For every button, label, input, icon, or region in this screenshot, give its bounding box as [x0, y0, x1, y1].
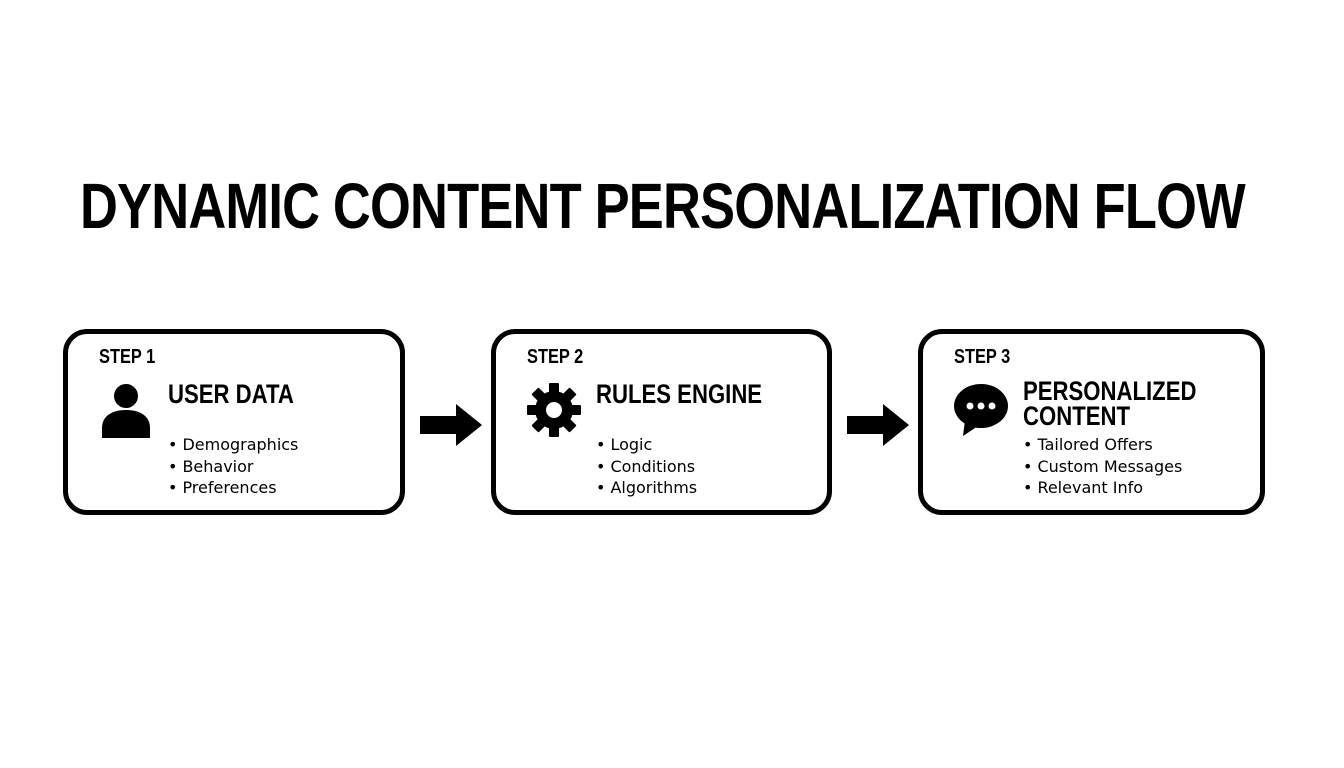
list-item: Behavior — [168, 456, 298, 478]
step-2-list: Logic Conditions Algorithms — [596, 434, 697, 499]
step-3-list: Tailored Offers Custom Messages Relevant… — [1023, 434, 1182, 499]
list-item: Preferences — [168, 477, 298, 499]
arrow-right-icon — [420, 404, 482, 446]
gear-icon — [527, 383, 581, 437]
step-3-heading: PERSONALIZED CONTENT — [1023, 376, 1197, 431]
list-item: Relevant Info — [1023, 477, 1182, 499]
diagram-title: DYNAMIC CONTENT PERSONALIZATION FLOW — [80, 170, 1246, 242]
list-item: Demographics — [168, 434, 298, 456]
list-item: Tailored Offers — [1023, 434, 1182, 456]
step-2-label: STEP 2 — [527, 346, 584, 368]
list-item: Conditions — [596, 456, 697, 478]
step-1-box: STEP 1 USER DATA Demographics Behavior P… — [63, 329, 405, 515]
arrow-right-icon — [847, 404, 909, 446]
step-3-label: STEP 3 — [954, 346, 1011, 368]
step-1-heading: USER DATA — [168, 379, 294, 409]
step-1-label: STEP 1 — [99, 346, 156, 368]
step-2-heading: RULES ENGINE — [596, 379, 763, 409]
list-item: Algorithms — [596, 477, 697, 499]
list-item: Logic — [596, 434, 697, 456]
step-3-box: STEP 3 PERSONALIZED CONTENT Tailored Off… — [918, 329, 1265, 515]
user-icon — [102, 384, 150, 438]
chat-bubble-icon — [954, 384, 1008, 436]
step-1-list: Demographics Behavior Preferences — [168, 434, 298, 499]
step-2-box: STEP 2 RULES ENGINE Logic Conditions Alg… — [491, 329, 832, 515]
list-item: Custom Messages — [1023, 456, 1182, 478]
